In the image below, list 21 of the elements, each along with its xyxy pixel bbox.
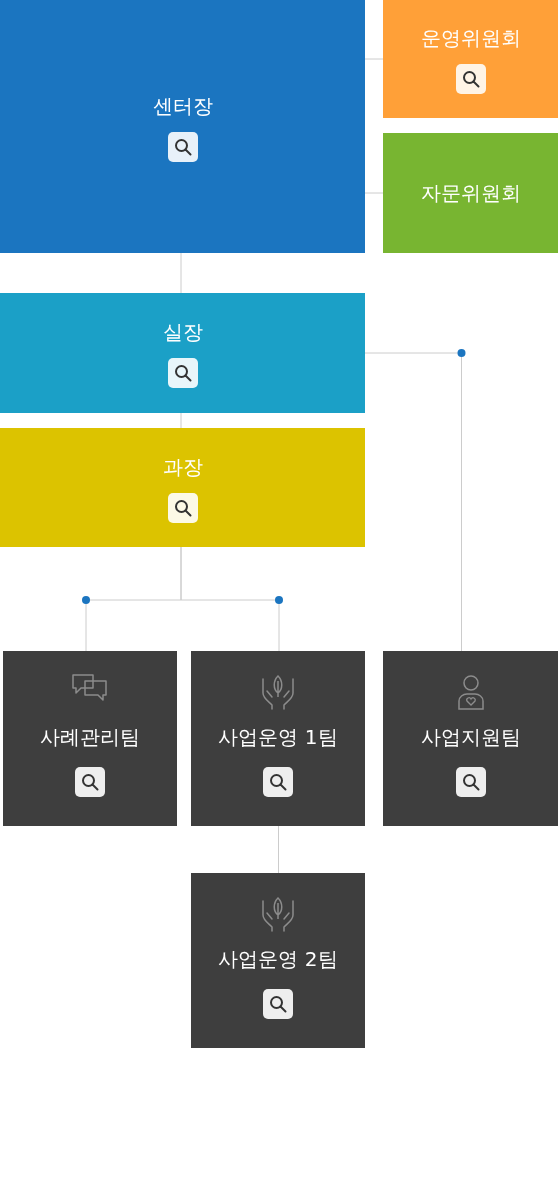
team-box <box>383 651 558 826</box>
position-box <box>383 0 558 118</box>
box-title: 센터장 <box>152 92 213 120</box>
box-title: 사례관리팀 <box>40 724 140 751</box>
connector-line <box>278 825 279 874</box>
box-title: 사업운영 2팀 <box>218 946 338 973</box>
team-box <box>191 651 365 826</box>
box-title: 사업지원팀 <box>420 724 521 751</box>
team-box <box>191 873 365 1048</box>
box-title: 사업운영 1팀 <box>218 724 338 751</box>
box-title: 운영위원회 <box>420 25 521 52</box>
position-box <box>0 428 365 547</box>
team-box <box>3 651 177 826</box>
connector-line <box>364 352 462 652</box>
position-box <box>383 133 558 253</box>
box-title: 실장 <box>162 319 203 346</box>
connector-line <box>180 546 280 652</box>
position-box <box>0 293 365 413</box>
box-title: 과장 <box>162 453 203 481</box>
box-title: 자문위원회 <box>420 180 521 207</box>
position-box <box>0 0 365 253</box>
